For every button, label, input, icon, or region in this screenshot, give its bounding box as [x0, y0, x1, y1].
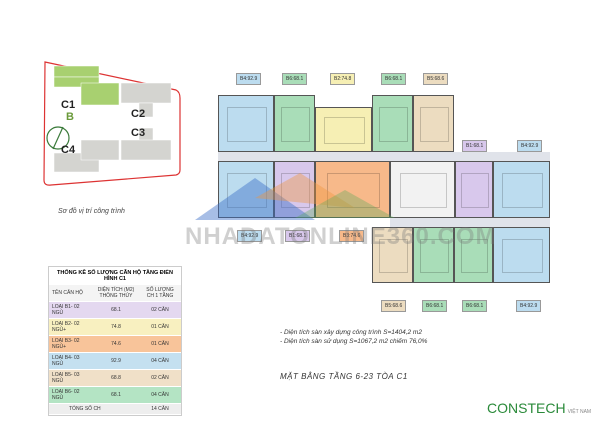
note-line: - Diện tích sàn sử dụng S=1067,2 m2 chiế… — [280, 338, 428, 345]
table-cell-name: LOẠI B6- 02 NGỦ — [49, 386, 93, 404]
table-cell-area: 92.9 — [93, 352, 139, 370]
unit-label: B6:68.1 — [381, 73, 407, 85]
table-header: DIỆN TÍCH (M2) THÔNG THỦY — [93, 285, 139, 302]
unit-label: B4:92.9 — [517, 140, 543, 152]
table-cell-name: LOẠI B1- 02 NGỦ — [49, 301, 93, 319]
table-cell-area: 74.6 — [93, 335, 139, 353]
site-plan: C1 C2 C3 C4 B — [41, 58, 181, 186]
unit-b6 — [454, 227, 493, 283]
unit-label: B4:92.9 — [516, 300, 542, 312]
unit-b4 — [218, 95, 274, 152]
unit-b3 — [315, 161, 390, 218]
plan-title: MẶT BẰNG TẦNG 6-23 TÒA C1 — [280, 372, 408, 381]
table-cell-name: LOẠI B5- 03 NGỦ — [49, 369, 93, 387]
table-cell-area: 74.8 — [93, 318, 139, 336]
table-cell-count: 04 CĂN — [139, 352, 181, 370]
unit-label: B6:68.1 — [422, 300, 448, 312]
unit-label: B4:92.9 — [237, 230, 263, 242]
unit-label: B6:68.1 — [462, 300, 488, 312]
unit-b6 — [372, 95, 413, 152]
unit-label: B5:68.6 — [423, 73, 449, 85]
corridor — [218, 152, 550, 161]
unit-b1 — [455, 161, 493, 218]
table-header: TÊN CĂN HỘ — [49, 285, 93, 302]
table-cell-count: 04 CĂN — [139, 386, 181, 404]
unit-label: B5:68.6 — [381, 300, 407, 312]
watermark-house-icon — [195, 173, 395, 220]
unit-b4 — [493, 161, 550, 218]
unit-statistics-table: THỐNG KÊ SỐ LƯỢNG CĂN HỘ TẦNG ĐIỂN HÌNH … — [48, 266, 182, 416]
building-c1: C1 — [61, 99, 76, 111]
unit-label: B1:68.1 — [462, 140, 488, 152]
building-c3: C3 — [131, 127, 146, 139]
note-line: - Diện tích sàn xây dựng công trình S=14… — [280, 329, 422, 336]
unit-label: B2:74.8 — [330, 73, 356, 85]
unit-b4 — [493, 227, 550, 283]
site-boundary — [43, 61, 181, 186]
table-cell-area: 68.1 — [93, 301, 139, 319]
compass-label: B — [66, 111, 74, 123]
unit-label: B6:68.1 — [282, 73, 308, 85]
logo-name: CONSTECH — [487, 400, 566, 416]
table-cell-area: 68.1 — [93, 386, 139, 404]
unit-b5 — [413, 95, 454, 152]
unit-label: B1:68.1 — [285, 230, 311, 242]
table-cell-count: 02 CĂN — [139, 369, 181, 387]
table-title: THỐNG KÊ SỐ LƯỢNG CĂN HỘ TẦNG ĐIỂN HÌNH … — [57, 270, 173, 282]
unit-b1 — [274, 161, 315, 218]
compass-icon — [46, 126, 70, 150]
table-cell-area: 68.8 — [93, 369, 139, 387]
area-notes: - Diện tích sàn xây dựng công trình S=14… — [280, 328, 427, 346]
stair-core — [390, 161, 455, 218]
table-cell-count: 01 CĂN — [139, 318, 181, 336]
unit-b6 — [274, 95, 315, 152]
table-cell-count: 01 CĂN — [139, 335, 181, 353]
table-cell-name: LOẠI B4- 03 NGỦ — [49, 352, 93, 370]
table-cell-name: LOẠI B3- 02 NGỦ+ — [49, 335, 93, 353]
table-cell-count: 02 CĂN — [139, 301, 181, 319]
table-cell-name: LOẠI B2- 02 NGỦ+ — [49, 318, 93, 336]
unit-b4 — [218, 161, 274, 218]
unit-label: B3:74.6 — [339, 230, 365, 242]
unit-b5 — [372, 227, 413, 283]
building-c4: C4 — [61, 144, 76, 156]
unit-b2 — [315, 107, 372, 152]
total-label: TỔNG SỐ CH — [49, 403, 139, 415]
unit-b6 — [413, 227, 454, 283]
table-header: SỐ LƯỢNG CH 1 TẦNG — [139, 285, 181, 302]
unit-label: B4:92.9 — [236, 73, 262, 85]
site-plan-caption: Sơ đồ vị trí công trình — [58, 208, 125, 215]
total-value: 14 CĂN — [139, 403, 181, 415]
corridor — [390, 218, 550, 227]
building-c2: C2 — [131, 108, 146, 120]
logo-sub: VIỆT NAM — [567, 409, 592, 415]
watermark-text: NHADATONLINE360.COM — [185, 223, 497, 250]
